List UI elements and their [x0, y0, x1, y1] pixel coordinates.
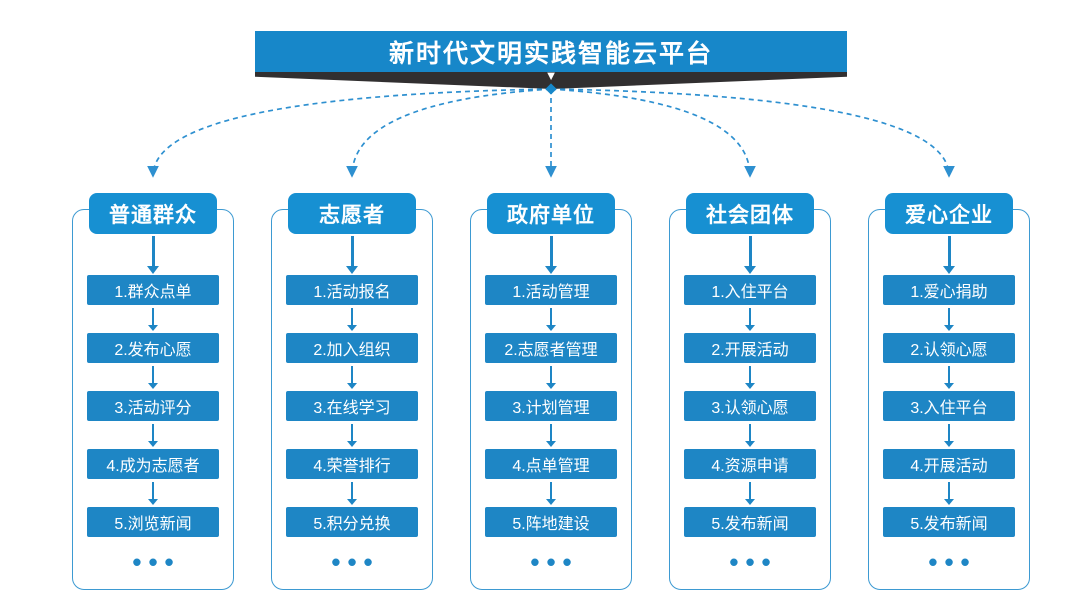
flow-arrow-icon — [749, 366, 751, 383]
step-box: 3.入住平台 — [883, 391, 1015, 421]
flow-arrow-icon — [748, 236, 752, 266]
platform-banner: 新时代文明实践智能云平台 — [255, 31, 847, 72]
role-column-volunteer: 志愿者 1.活动报名 2.加入组织 3.在线学习 4.荣誉排行 5.积分兑换 •… — [271, 193, 433, 590]
step-box: 2.发布心愿 — [87, 333, 219, 363]
platform-title: 新时代文明实践智能云平台 — [388, 39, 713, 68]
flow-arrow-icon — [948, 424, 950, 441]
dashed-connector-arrows — [147, 88, 955, 178]
flow-arrow-icon — [351, 482, 353, 499]
flow-arrow-icon — [549, 236, 553, 266]
step-box: 1.活动管理 — [485, 275, 617, 305]
flow-arrow-icon — [749, 482, 751, 499]
flow-arrow-icon — [749, 308, 751, 325]
ellipsis-dots: ••• — [729, 547, 778, 577]
step-box: 2.认领心愿 — [883, 333, 1015, 363]
flow-arrow-icon — [550, 424, 552, 441]
flow-arrow-icon — [152, 482, 154, 499]
ellipsis-dots: ••• — [928, 547, 977, 577]
step-box: 2.开展活动 — [684, 333, 816, 363]
step-box: 2.志愿者管理 — [485, 333, 617, 363]
step-box: 1.爱心捐助 — [883, 275, 1015, 305]
step-box: 3.计划管理 — [485, 391, 617, 421]
flow-arrow-icon — [351, 308, 353, 325]
flow-arrow-icon — [550, 308, 552, 325]
step-box: 1.群众点单 — [87, 275, 219, 305]
step-box: 3.活动评分 — [87, 391, 219, 421]
step-box: 5.积分兑换 — [286, 507, 418, 537]
role-column-government: 政府单位 1.活动管理 2.志愿者管理 3.计划管理 4.点单管理 5.阵地建设… — [470, 193, 632, 590]
step-box: 5.发布新闻 — [883, 507, 1015, 537]
role-column-caring-enterprise: 爱心企业 1.爱心捐助 2.认领心愿 3.入住平台 4.开展活动 5.发布新闻 … — [868, 193, 1030, 590]
flow-arrow-icon — [152, 308, 154, 325]
down-arrow-icon: ▼ — [544, 68, 558, 83]
flow-arrow-icon — [948, 308, 950, 325]
step-box: 2.加入组织 — [286, 333, 418, 363]
step-box: 1.活动报名 — [286, 275, 418, 305]
role-header: 政府单位 — [487, 193, 615, 234]
flow-arrow-icon — [350, 236, 354, 266]
flow-arrow-icon — [948, 366, 950, 383]
ellipsis-dots: ••• — [530, 547, 579, 577]
flow-arrow-icon — [550, 366, 552, 383]
role-column-social-group: 社会团体 1.入住平台 2.开展活动 3.认领心愿 4.资源申请 5.发布新闻 … — [669, 193, 831, 590]
step-box: 3.认领心愿 — [684, 391, 816, 421]
role-header: 社会团体 — [686, 193, 814, 234]
role-header: 爱心企业 — [885, 193, 1013, 234]
step-box: 4.点单管理 — [485, 449, 617, 479]
flow-arrow-icon — [351, 424, 353, 441]
flow-arrow-icon — [947, 236, 951, 266]
step-box: 4.资源申请 — [684, 449, 816, 479]
step-box: 4.荣誉排行 — [286, 449, 418, 479]
flow-arrow-icon — [550, 482, 552, 499]
flow-arrow-icon — [948, 482, 950, 499]
step-box: 1.入住平台 — [684, 275, 816, 305]
flow-arrow-icon — [152, 424, 154, 441]
step-box: 4.开展活动 — [883, 449, 1015, 479]
flow-arrow-icon — [351, 366, 353, 383]
ellipsis-dots: ••• — [331, 547, 380, 577]
ellipsis-dots: ••• — [132, 547, 181, 577]
step-box: 5.浏览新闻 — [87, 507, 219, 537]
step-box: 3.在线学习 — [286, 391, 418, 421]
role-header: 志愿者 — [288, 193, 416, 234]
flow-arrow-icon — [152, 366, 154, 383]
role-column-ordinary-public: 普通群众 1.群众点单 2.发布心愿 3.活动评分 4.成为志愿者 5.浏览新闻… — [72, 193, 234, 590]
role-header: 普通群众 — [89, 193, 217, 234]
flow-arrow-icon — [749, 424, 751, 441]
step-box: 5.发布新闻 — [684, 507, 816, 537]
step-box: 5.阵地建设 — [485, 507, 617, 537]
flow-arrow-icon — [151, 236, 155, 266]
step-box: 4.成为志愿者 — [87, 449, 219, 479]
